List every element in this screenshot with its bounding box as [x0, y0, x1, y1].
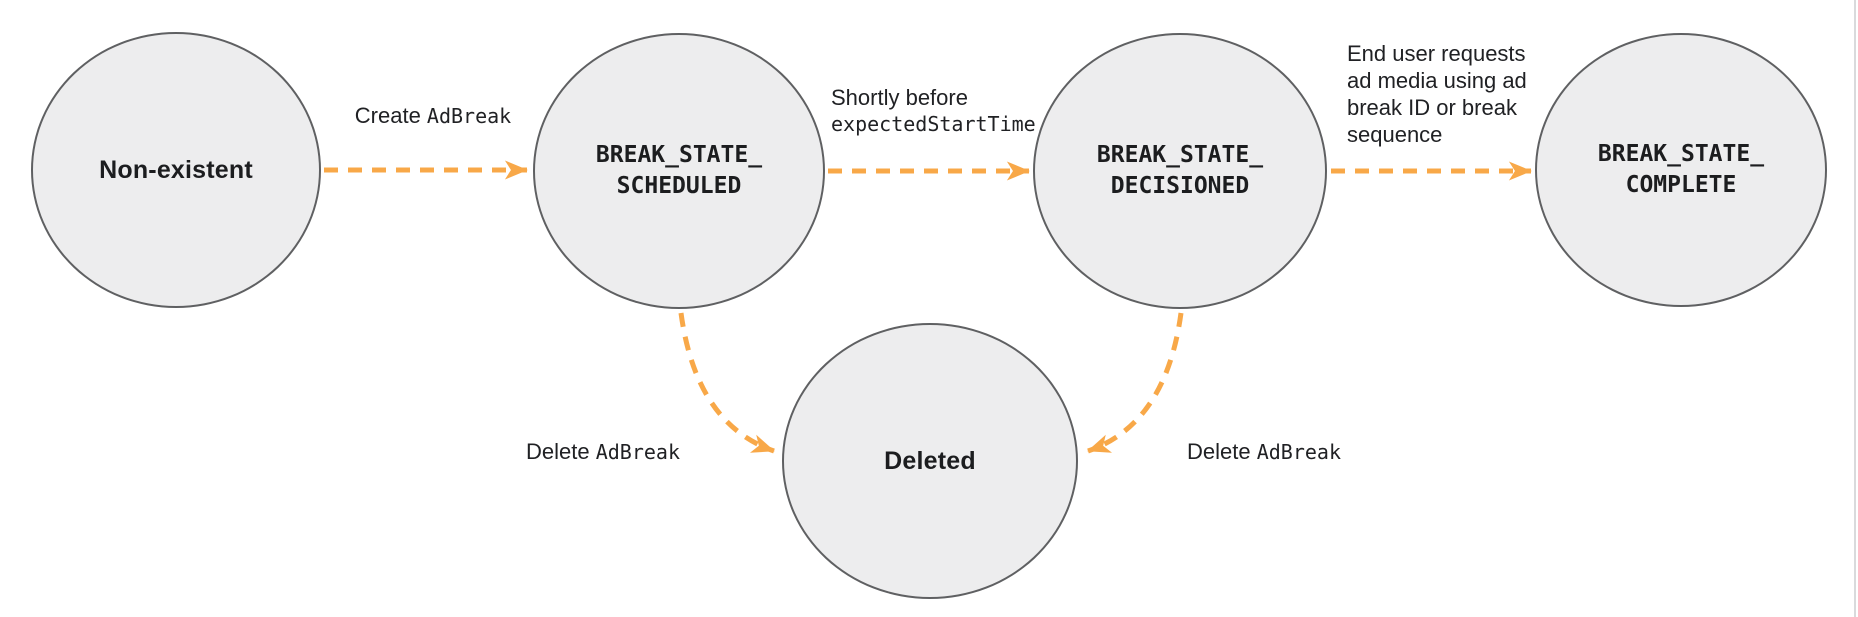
transition-label-delete-adbreak-left-plain: Delete — [526, 439, 596, 464]
state-label-break-state-scheduled: BREAK_STATE_ SCHEDULED — [595, 142, 763, 199]
transition-label-delete-adbreak-right: Delete AdBreak — [1187, 438, 1341, 466]
state-node-non-existent: Non-existent — [31, 32, 321, 308]
state-node-break-state-decisioned: BREAK_STATE_ DECISIONED — [1033, 33, 1327, 309]
state-label-non-existent: Non-existent — [99, 155, 253, 184]
transition-label-create-adbreak-plain: Create — [354, 103, 427, 128]
state-label-break-state-complete: BREAK_STATE_ COMPLETE — [1597, 141, 1765, 198]
state-label-break-state-decisioned: BREAK_STATE_ DECISIONED — [1096, 142, 1264, 199]
transition-label-shortly-before: Shortly before expectedStartTime — [831, 84, 1036, 138]
transition-label-end-user-requests: End user requests ad media using ad brea… — [1347, 41, 1527, 147]
transition-label-delete-adbreak-left-code: AdBreak — [595, 440, 681, 464]
transition-label-delete-adbreak-left: Delete AdBreak — [526, 438, 680, 466]
state-node-deleted: Deleted — [782, 323, 1078, 599]
canvas-right-edge-divider — [1854, 0, 1856, 617]
state-node-break-state-complete: BREAK_STATE_ COMPLETE — [1535, 33, 1827, 307]
transition-arrow-delete-adbreak-from-decisioned — [1087, 312, 1184, 454]
state-label-deleted: Deleted — [884, 446, 976, 475]
transition-label-create-adbreak: Create AdBreak — [300, 102, 566, 130]
transition-label-shortly-before-code: expectedStartTime — [831, 112, 1036, 136]
state-node-break-state-scheduled: BREAK_STATE_ SCHEDULED — [533, 33, 825, 309]
transition-label-create-adbreak-code: AdBreak — [426, 104, 512, 128]
transition-arrow-delete-adbreak-from-scheduled — [678, 312, 775, 454]
transition-label-shortly-before-plain: Shortly before — [831, 85, 968, 110]
transition-label-delete-adbreak-right-code: AdBreak — [1256, 440, 1342, 464]
transition-label-delete-adbreak-right-plain: Delete — [1187, 439, 1257, 464]
